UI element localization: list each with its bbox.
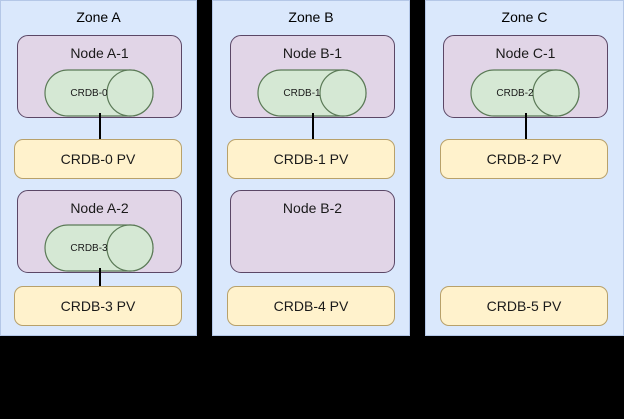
- cylinder-icon: [470, 69, 580, 117]
- connector-crdb-1-to-pv: [312, 113, 314, 139]
- database-crdb-1-label: CRDB-1: [283, 87, 321, 99]
- database-crdb-1[interactable]: CRDB-1: [257, 69, 367, 117]
- node-a-2-label: Node A-2: [70, 200, 129, 216]
- connector-crdb-2-to-pv: [525, 113, 527, 139]
- zone-a-container[interactable]: Zone A Node A-1 CRDB-0 CRDB-0 PV Node A-…: [0, 0, 197, 336]
- pv-crdb-1-label: CRDB-1 PV: [273, 150, 349, 167]
- pv-crdb-2[interactable]: CRDB-2 PV: [440, 139, 608, 179]
- pv-crdb-1[interactable]: CRDB-1 PV: [227, 139, 395, 179]
- pv-crdb-4[interactable]: CRDB-4 PV: [227, 286, 395, 326]
- pv-crdb-3-label: CRDB-3 PV: [60, 297, 136, 314]
- pv-crdb-5-label: CRDB-5 PV: [486, 297, 562, 314]
- database-crdb-3-label: CRDB-3: [70, 242, 108, 254]
- cylinder-icon: [44, 224, 154, 272]
- node-c-1[interactable]: Node C-1 CRDB-2: [443, 35, 608, 118]
- connector-crdb-3-to-pv: [99, 268, 101, 294]
- database-crdb-2[interactable]: CRDB-2: [470, 69, 580, 117]
- zone-a-title: Zone A: [76, 9, 121, 25]
- database-crdb-2-label: CRDB-2: [496, 87, 534, 99]
- cylinder-icon: [257, 69, 367, 117]
- pv-crdb-5[interactable]: CRDB-5 PV: [440, 286, 608, 326]
- pv-crdb-0-label: CRDB-0 PV: [60, 150, 136, 167]
- zone-b-title: Zone B: [288, 9, 334, 25]
- database-crdb-3[interactable]: CRDB-3: [44, 224, 154, 272]
- node-c-1-label: Node C-1: [495, 45, 556, 61]
- node-a-2[interactable]: Node A-2 CRDB-3: [17, 190, 182, 273]
- zone-b-container[interactable]: Zone B Node B-1 CRDB-1 CRDB-1 PV Node B-…: [212, 0, 410, 336]
- node-b-2-label: Node B-2: [282, 200, 343, 216]
- node-b-1[interactable]: Node B-1 CRDB-1: [230, 35, 395, 118]
- zone-c-container[interactable]: Zone C Node C-1 CRDB-2 CRDB-2 PV CRDB-5 …: [425, 0, 624, 336]
- pv-crdb-4-label: CRDB-4 PV: [273, 297, 349, 314]
- cylinder-icon: [44, 69, 154, 117]
- node-a-1-label: Node A-1: [70, 45, 129, 61]
- pv-crdb-3[interactable]: CRDB-3 PV: [14, 286, 182, 326]
- database-crdb-0[interactable]: CRDB-0: [44, 69, 154, 117]
- connector-crdb-0-to-pv: [99, 113, 101, 139]
- node-a-1[interactable]: Node A-1 CRDB-0: [17, 35, 182, 118]
- zone-c-title: Zone C: [501, 9, 548, 25]
- node-b-2[interactable]: Node B-2: [230, 190, 395, 273]
- pv-crdb-2-label: CRDB-2 PV: [486, 150, 562, 167]
- database-crdb-0-label: CRDB-0: [70, 87, 108, 99]
- pv-crdb-0[interactable]: CRDB-0 PV: [14, 139, 182, 179]
- node-b-1-label: Node B-1: [282, 45, 343, 61]
